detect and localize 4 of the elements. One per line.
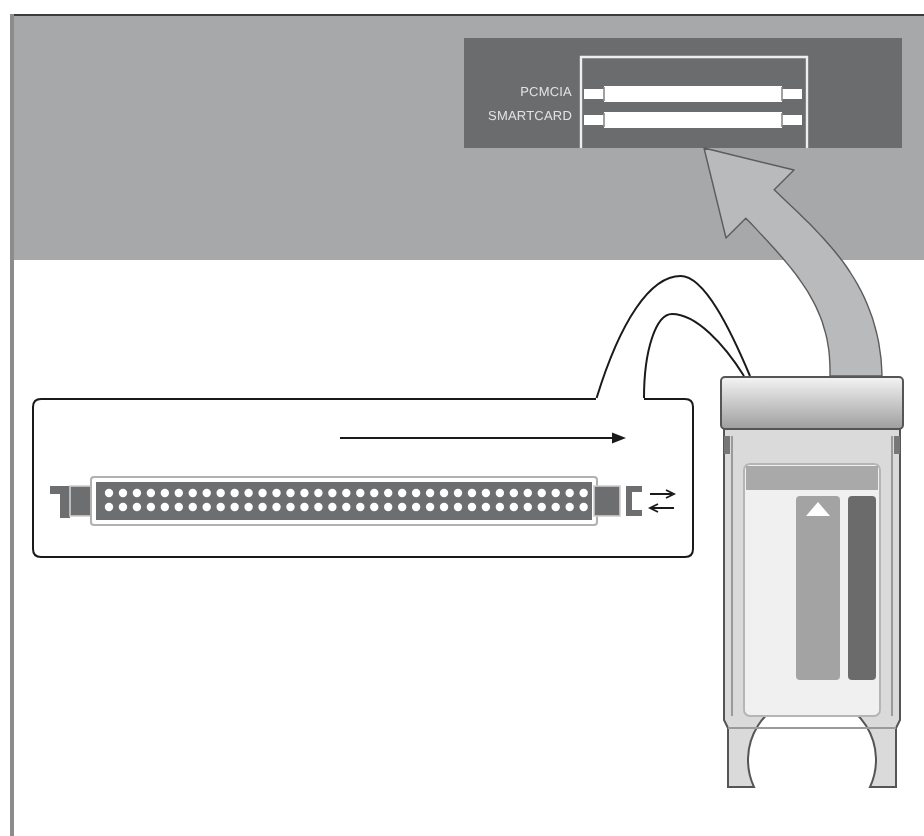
insert-card xyxy=(720,376,904,788)
callout-box xyxy=(32,398,694,558)
callout-pointer xyxy=(595,275,751,399)
slot-panel xyxy=(464,38,902,148)
